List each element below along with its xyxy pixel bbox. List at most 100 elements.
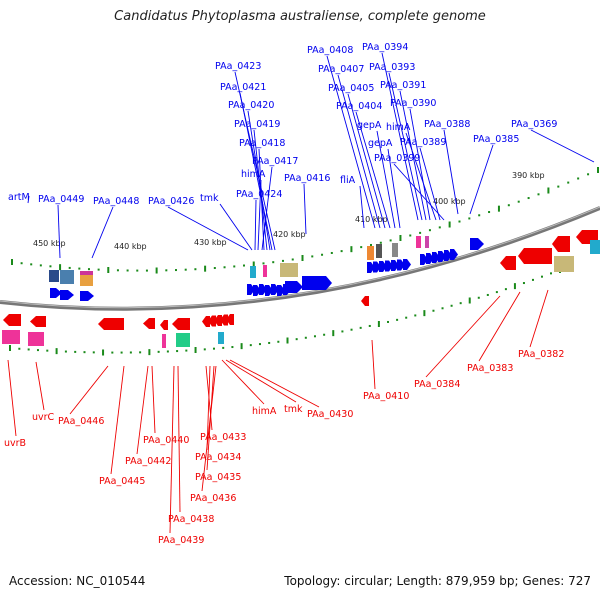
reverse-label-line <box>177 365 181 513</box>
forward-label-line <box>303 183 307 235</box>
inner-tick <box>350 328 353 331</box>
forward-gene-label: PAa_0407 <box>318 64 364 75</box>
outer-tick <box>165 269 168 272</box>
inner-tick <box>222 346 225 349</box>
feature-box <box>263 265 267 277</box>
forward-label-line <box>254 199 257 251</box>
feature-box <box>590 240 600 254</box>
outer-tick <box>547 187 550 194</box>
feature-box <box>250 266 256 278</box>
feature-box <box>280 263 298 277</box>
inner-tick <box>120 351 123 354</box>
outer-tick <box>281 259 284 262</box>
inner-tick <box>185 349 188 352</box>
inner-tick <box>295 338 298 341</box>
kbp-label: 410 kbp <box>355 215 388 224</box>
outer-tick <box>107 267 110 273</box>
forward-label-line <box>234 71 276 251</box>
inner-tick <box>332 330 335 337</box>
reverse-gene-arrow <box>518 248 552 264</box>
inner-tick <box>102 349 105 356</box>
reverse-label-line <box>69 365 109 415</box>
reverse-gene-label: PAa_0434 <box>195 452 241 463</box>
inner-tick <box>468 297 471 304</box>
inner-tick <box>377 321 380 327</box>
outer-tick <box>20 262 23 265</box>
forward-gene-label: PAa_0408 <box>307 45 353 56</box>
forward-label-line <box>326 55 376 229</box>
outer-tick <box>527 197 530 200</box>
outer-tick <box>557 185 560 188</box>
reverse-gene-label: PAa_0446 <box>58 416 104 427</box>
feature-box <box>416 236 421 248</box>
outer-tick <box>252 261 255 268</box>
forward-gene-arrow <box>285 281 303 293</box>
inner-tick <box>129 351 132 354</box>
forward-label-line <box>91 206 114 259</box>
inner-tick <box>194 347 197 353</box>
inner-tick <box>313 335 316 338</box>
feature-box <box>376 244 382 258</box>
feature-box <box>554 256 574 272</box>
forward-label-line <box>387 148 401 229</box>
forward-label-line <box>393 163 445 221</box>
reverse-gene-label: himA <box>252 406 277 417</box>
inner-tick <box>203 348 206 351</box>
outer-tick <box>370 243 373 246</box>
forward-gene-label: himA <box>386 122 411 133</box>
forward-label-line <box>388 72 423 221</box>
outer-tick <box>68 266 71 269</box>
inner-tick <box>36 349 39 352</box>
feature-box <box>218 332 224 344</box>
kbp-label: 440 kbp <box>114 242 147 251</box>
inner-tick <box>249 344 252 347</box>
forward-label-line <box>399 90 427 221</box>
forward-gene-label: PAa_0421 <box>220 82 266 93</box>
reverse-gene-arrow <box>202 316 210 327</box>
outer-tick <box>399 235 402 241</box>
inner-tick <box>495 291 498 294</box>
reverse-gene-arrow <box>208 315 216 327</box>
reverse-gene-label: PAa_0384 <box>414 379 460 390</box>
outer-tick <box>204 265 207 272</box>
forward-gene-label: PAa_0399 <box>374 153 420 164</box>
inner-tick <box>549 272 552 275</box>
reverse-gene-arrow <box>220 314 228 326</box>
outer-tick <box>194 268 197 271</box>
reverse-gene-arrow <box>143 318 155 329</box>
outer-tick <box>468 217 471 220</box>
forward-gene-label: PAa_0388 <box>424 119 470 130</box>
feature-box <box>80 271 93 275</box>
inner-tick <box>540 275 543 278</box>
kbp-label: 450 kbp <box>33 239 66 248</box>
reverse-gene-arrow <box>500 256 516 270</box>
forward-label-line <box>219 203 253 251</box>
outer-tick <box>448 221 451 228</box>
forward-label-line <box>419 147 441 221</box>
gene-features <box>2 230 600 348</box>
inner-tick <box>277 340 280 343</box>
outer-tick <box>126 269 129 272</box>
outer-tick <box>419 231 422 234</box>
outer-tick <box>116 269 119 272</box>
genome-backbone-highlight <box>0 206 600 309</box>
reverse-gene-arrow <box>226 314 234 325</box>
inner-tick <box>18 347 21 350</box>
forward-gene-label: PAa_0394 <box>362 42 408 53</box>
outer-tick <box>379 241 382 244</box>
outer-tick <box>409 234 412 237</box>
outer-tick <box>537 193 540 196</box>
kbp-label: 430 kbp <box>194 238 227 247</box>
forward-gene-arrow <box>50 288 62 298</box>
inner-tick <box>450 304 453 307</box>
inner-tick <box>83 351 86 354</box>
reverse-gene-label: PAa_0439 <box>158 535 204 546</box>
forward-label-line <box>167 206 249 251</box>
forward-label-line <box>27 195 30 204</box>
outer-tick <box>577 177 580 180</box>
outer-tick <box>458 220 461 223</box>
reverse-gene-label: PAa_0438 <box>168 514 214 525</box>
